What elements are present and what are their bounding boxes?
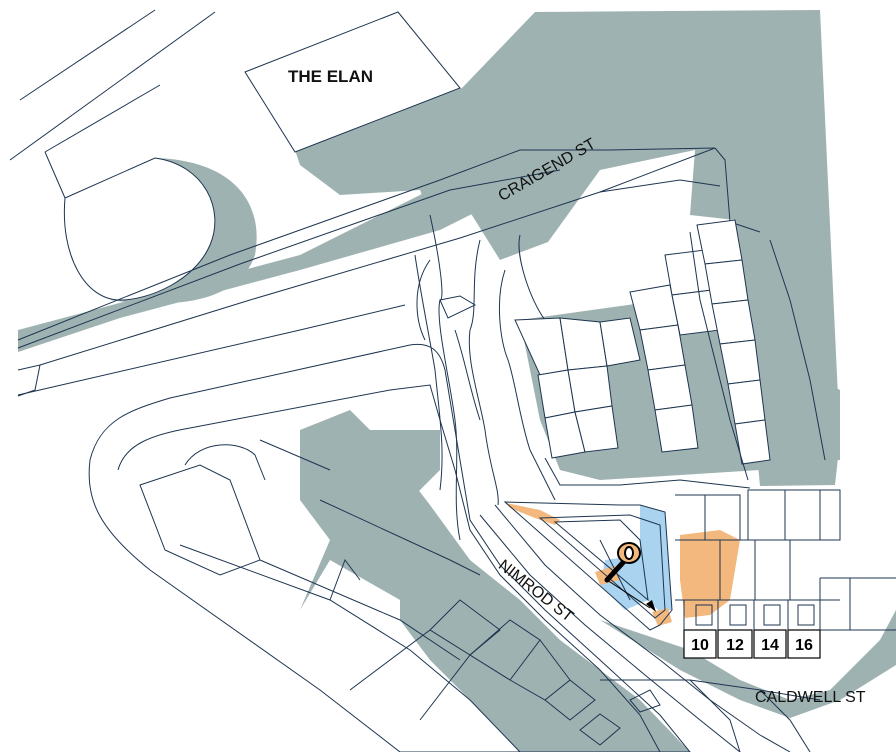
house-box-14 (753, 629, 787, 659)
shadow-mid-strip (300, 430, 440, 500)
shadow-caldwell (600, 610, 896, 718)
house-box-10 (683, 629, 717, 659)
house-number-14: 14 (761, 637, 779, 654)
shadow-elan-roundel (110, 158, 257, 304)
house-box-16 (787, 629, 821, 659)
house-numbers: 10 12 14 16 (691, 637, 813, 654)
roundel-building-outline (63, 157, 216, 301)
highlight-orange-b (506, 503, 560, 525)
shadow-craigend-band (18, 190, 520, 352)
proposal-site-outline (503, 501, 673, 631)
house-box-12 (717, 629, 753, 659)
house-number-12: 12 (726, 637, 744, 654)
house-number-10: 10 (691, 637, 709, 654)
building-label-the-elan: THE ELAN (288, 67, 373, 86)
highlight-orange-d (652, 608, 672, 626)
terrace-buildings (514, 219, 771, 465)
highlight-orange-a (680, 530, 740, 618)
site-outlines (9, 9, 896, 752)
street-label-caldwell: CALDWELL ST (755, 689, 866, 706)
elan-building-outline (244, 11, 461, 153)
sun-marker (604, 542, 656, 612)
shadow-north-large (295, 10, 840, 486)
row-houses (675, 489, 896, 631)
shadow-terrace-right (820, 380, 840, 460)
triangle-block-outline (88, 343, 691, 752)
house-number-16: 16 (795, 637, 813, 654)
